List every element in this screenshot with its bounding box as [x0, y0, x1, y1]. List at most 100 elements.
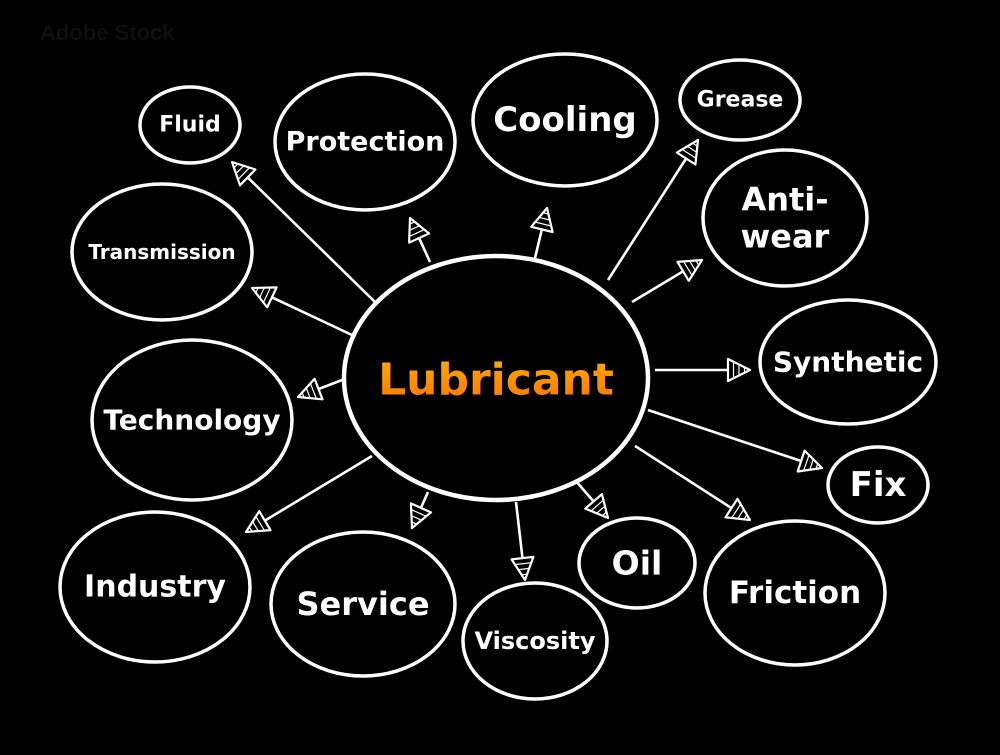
arrow-hatch-friction	[731, 503, 742, 519]
arrow-hatch-friction	[743, 514, 748, 520]
arrow-hatch-service	[410, 509, 427, 517]
node-industry: Industry	[58, 510, 252, 664]
arrow-hatch-fluid	[233, 163, 239, 169]
arrow-hatch-cooling	[534, 221, 552, 227]
arrow-hatch-industry	[252, 521, 259, 532]
node-synthetic-label: Synthetic	[773, 346, 923, 379]
node-fix: Fix	[826, 445, 930, 525]
node-grease-shape	[678, 58, 802, 142]
arrow-head-anti-wear	[676, 258, 704, 282]
node-anti-wear-label: wear	[741, 217, 830, 255]
node-protection: Protection	[273, 72, 457, 212]
arrow-technology	[318, 378, 343, 391]
arrow-hatch-anti-wear	[689, 260, 696, 271]
node-fluid-label: Fluid	[159, 113, 221, 138]
arrow-hatch-transmission	[262, 287, 271, 303]
node-transmission-shape	[70, 182, 254, 322]
center-node: Lubricant	[341, 253, 651, 503]
arrows-layer	[230, 138, 824, 582]
arrow-hatch-fix	[809, 459, 814, 470]
arrow-hatch-technology	[309, 383, 317, 399]
arrow-fix	[647, 408, 802, 463]
arrow-hatch-grease	[692, 142, 698, 147]
arrow-grease	[606, 157, 688, 281]
node-fix-shape	[826, 445, 930, 525]
arrow-friction	[634, 444, 733, 510]
arrow-head-service	[409, 502, 433, 530]
node-cooling: Cooling	[471, 52, 659, 188]
arrow-hatch-fluid	[237, 167, 251, 180]
node-friction-label: Friction	[729, 575, 861, 611]
arrow-hatch-transmission	[255, 287, 259, 294]
center-node-shape	[341, 253, 651, 503]
arrow-head-viscosity	[510, 555, 535, 582]
arrow-hatch-protection	[409, 221, 416, 225]
node-technology: Technology	[90, 338, 294, 502]
center-node-label: Lubricant	[378, 355, 614, 406]
arrow-oil	[574, 479, 595, 503]
arrow-hatch-grease	[681, 148, 697, 159]
arrow-protection	[417, 237, 432, 263]
arrow-hatch-fix	[803, 454, 810, 471]
node-fix-label: Fix	[850, 465, 907, 505]
arrow-hatch-grease	[687, 145, 698, 153]
arrow-hatch-industry	[255, 516, 265, 531]
node-industry-label: Industry	[84, 570, 226, 605]
node-viscosity-shape	[461, 581, 609, 701]
arrow-head-protection	[408, 216, 431, 244]
arrow-hatch-protection	[409, 225, 420, 231]
arrow-service	[419, 491, 430, 509]
arrow-hatch-viscosity	[514, 562, 532, 566]
arrow-hatch-industry	[248, 526, 253, 532]
node-cooling-shape	[471, 52, 659, 188]
arrow-hatch-viscosity	[521, 573, 528, 576]
node-grease: Grease	[678, 58, 802, 142]
arrow-head-transmission	[250, 286, 278, 309]
arrow-hatch-technology	[301, 392, 305, 398]
arrow-head-industry	[244, 510, 272, 534]
arrow-hatch-fix	[815, 463, 819, 470]
arrow-hatch-oil	[590, 499, 604, 512]
node-transmission: Transmission	[70, 182, 254, 322]
arrow-hatch-oil	[601, 511, 607, 517]
node-anti-wear: Anti-wear	[701, 148, 869, 288]
arrow-hatch-service	[411, 521, 417, 525]
node-synthetic: Synthetic	[758, 298, 938, 426]
node-service-label: Service	[296, 585, 429, 623]
node-viscosity: Viscosity	[461, 581, 609, 701]
node-service: Service	[269, 530, 457, 678]
node-fluid-shape	[138, 85, 242, 165]
node-transmission-label: Transmission	[88, 240, 235, 264]
watermark: Adobe Stock	[40, 20, 175, 45]
arrow-hatch-transmission	[259, 287, 265, 298]
arrow-hatch-anti-wear	[695, 260, 700, 266]
arrow-transmission	[271, 296, 353, 337]
node-friction-shape	[703, 519, 887, 667]
node-technology-shape	[90, 338, 294, 502]
node-industry-shape	[58, 510, 252, 664]
arrow-hatch-anti-wear	[683, 261, 693, 276]
node-service-shape	[269, 530, 457, 678]
arrow-hatch-viscosity	[518, 567, 530, 571]
node-anti-wear-label: Anti-	[741, 181, 828, 219]
node-friction: Friction	[703, 519, 887, 667]
arrow-hatch-protection	[409, 229, 425, 237]
node-oil-shape	[577, 516, 697, 610]
arrow-hatch-cooling	[538, 216, 550, 221]
node-protection-label: Protection	[286, 127, 445, 158]
node-grease-label: Grease	[697, 88, 784, 113]
node-fluid: Fluid	[138, 85, 242, 165]
arrow-hatch-oil	[596, 505, 606, 514]
arrow-cooling	[533, 229, 544, 259]
arrow-anti-wear	[631, 270, 684, 304]
arrow-head-technology	[296, 377, 324, 401]
arrow-hatch-service	[411, 515, 422, 521]
arrow-viscosity	[514, 501, 524, 559]
node-protection-shape	[273, 72, 457, 212]
node-oil: Oil	[577, 516, 697, 610]
arrow-hatch-fluid	[235, 165, 245, 175]
node-anti-wear-shape	[701, 148, 869, 288]
node-viscosity-label: Viscosity	[474, 627, 595, 655]
node-oil-label: Oil	[612, 544, 663, 583]
